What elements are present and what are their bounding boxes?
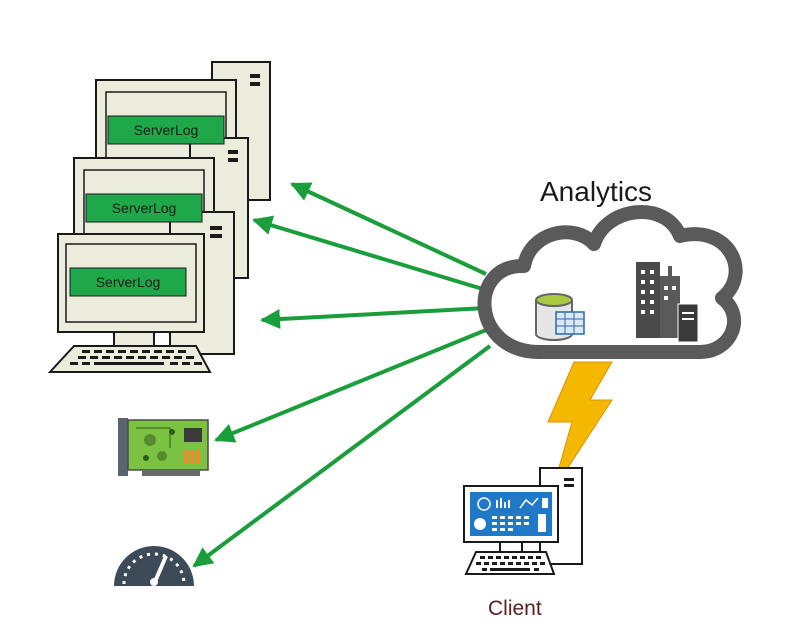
arrow-to-server-back [290,182,487,276]
server-label-3: ServerLog [95,274,161,290]
database-icon [535,293,585,341]
server-label-2: ServerLog [111,200,177,216]
arrow-to-server-front [260,306,487,330]
client-label: Client [488,597,542,620]
arrow-to-gauge [192,344,492,568]
client-computer-icon [463,467,583,575]
analytics-label: Analytics [540,176,653,207]
arrow-to-server-middle [252,215,487,292]
buildings-icon [636,262,699,343]
gauge-icon [114,546,194,586]
server-label-1: ServerLog [133,122,199,138]
circuit-board-icon [118,418,209,476]
arrow-to-circuit-board [214,328,487,443]
server-label-box-2 [85,193,203,223]
server-label-box-1 [107,115,225,145]
server-label-box-3 [69,267,187,297]
data-arrows [192,182,492,568]
lightning-icon [547,361,613,493]
